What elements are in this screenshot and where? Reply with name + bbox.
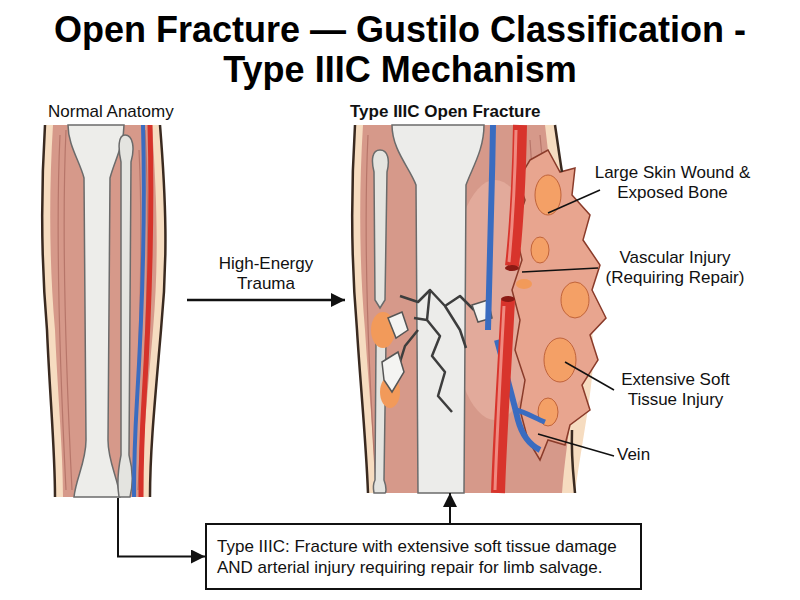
skin-outline <box>42 125 55 497</box>
bone-fragment <box>382 352 404 392</box>
hemorrhage <box>516 279 532 289</box>
panel-heading: Normal Anatomy <box>42 102 187 122</box>
definition-text: Type IIIC: Fracture with extensive soft … <box>207 536 640 578</box>
wound <box>512 150 606 460</box>
exposed-tissue <box>531 175 589 426</box>
tibia <box>68 125 124 497</box>
tissue-blob <box>561 282 589 318</box>
title: Open Fracture — Gustilo Classification -… <box>30 10 770 90</box>
skin-outline <box>572 430 575 493</box>
fracture-crack <box>427 290 452 412</box>
torn-artery-end <box>505 265 519 271</box>
callout-label: Large Skin Wound & Exposed Bone <box>590 163 755 203</box>
callout-label: Extensive Soft Tissue Injury <box>608 370 743 410</box>
edge-label: High-Energy Trauma <box>206 254 326 294</box>
fracture-lines <box>400 290 474 412</box>
fracture-crack <box>414 318 427 320</box>
fractured-leg-illustration <box>352 125 606 493</box>
leader-line <box>522 268 598 272</box>
fibula <box>373 334 386 493</box>
fractured-leg: Type IIIC Open Fracture <box>345 102 610 493</box>
torn-artery-end <box>501 296 515 302</box>
callout-label: Vascular Injury (Requiring Repair) <box>590 248 760 288</box>
leader-line <box>538 434 614 456</box>
vein <box>488 125 493 330</box>
tibia <box>392 125 484 493</box>
muscle-fiber <box>64 130 72 490</box>
panel-heading: Type IIIC Open Fracture <box>345 102 610 122</box>
fibula <box>372 150 388 308</box>
fracture-crack <box>400 330 418 362</box>
vein-branch <box>516 410 545 422</box>
definition-box: Type IIIC: Fracture with extensive soft … <box>205 523 642 590</box>
normal-leg-illustration <box>42 125 165 497</box>
callout-label: Vein <box>617 445 677 465</box>
tissue-blob <box>544 338 576 382</box>
bone-fragment <box>388 312 408 338</box>
trauma-arrow <box>187 299 345 302</box>
connector-line <box>118 498 205 557</box>
fibula <box>118 135 133 497</box>
artery-highlight <box>495 306 504 490</box>
tissue-blob <box>531 237 549 263</box>
artery-highlight <box>509 130 516 262</box>
skin-outline <box>150 125 165 497</box>
fracture-crack <box>400 290 474 310</box>
fracture-crack <box>445 306 466 348</box>
skin-outline <box>555 125 562 172</box>
leader-lines <box>522 190 614 456</box>
skin-outline <box>352 125 368 493</box>
leader-line <box>548 190 600 213</box>
connector-arrow <box>449 493 451 523</box>
bone-fragments <box>382 300 492 392</box>
normal-leg: Normal Anatomy <box>42 102 187 498</box>
leader-line <box>565 362 614 390</box>
artery <box>141 125 151 497</box>
muscle <box>50 125 156 497</box>
skin <box>42 125 165 497</box>
